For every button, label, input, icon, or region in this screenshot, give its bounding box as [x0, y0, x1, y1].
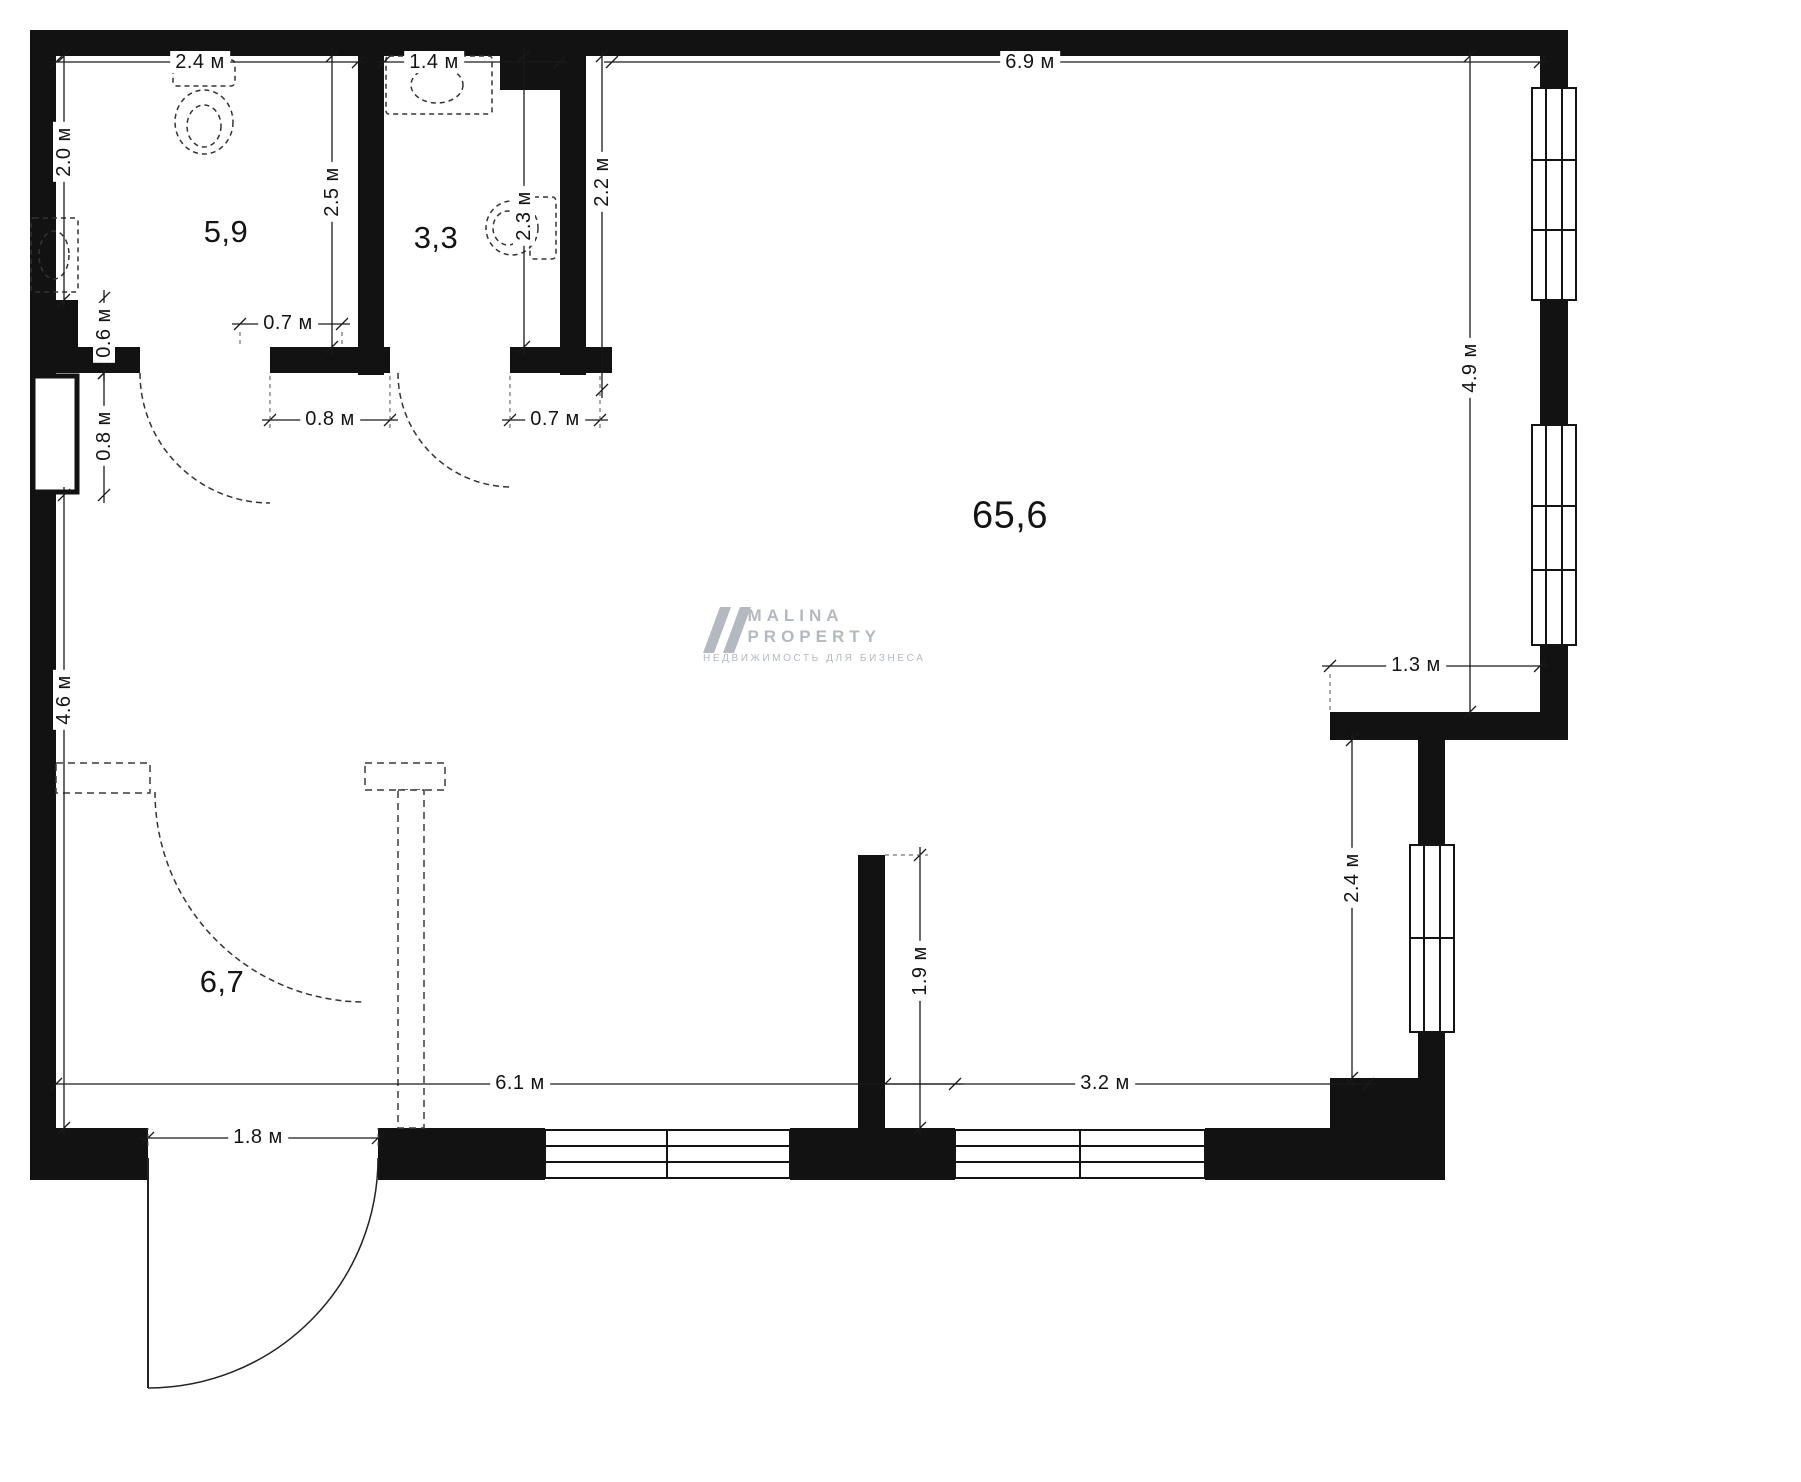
- room-area-label: 6,7: [199, 964, 245, 999]
- wall-shaft-left: [30, 300, 78, 373]
- window-right-1: [1531, 87, 1577, 301]
- window-right-lower: [1409, 844, 1455, 1033]
- wall-bottom-b: [378, 1128, 545, 1180]
- dashed-partitions: [55, 762, 446, 1129]
- sink-1: [30, 217, 79, 293]
- door-arc-bathroom-2: [397, 372, 513, 488]
- wall-top: [30, 30, 1568, 56]
- windows: [544, 87, 1577, 1179]
- toilet-1: [172, 59, 236, 155]
- wall-middle-bottom: [858, 855, 885, 1128]
- walls: [30, 30, 1568, 1180]
- dimension-label: 6.1 м: [490, 1072, 550, 1094]
- partition-segment-2: [364, 762, 446, 791]
- room-area-label: 65,6: [972, 494, 1048, 537]
- wall-column-top: [500, 30, 560, 90]
- entry-door-arc: [147, 1157, 379, 1389]
- dimension-label: 4.6 м: [53, 670, 75, 730]
- dimension-label: 2.0 м: [53, 122, 75, 182]
- dimension-label: 1.3 м: [1386, 654, 1446, 676]
- dimension-label: 1.8 м: [228, 1126, 288, 1148]
- watermark-brand-line1: MALINA: [747, 606, 844, 625]
- dimension-label: 6.9 м: [1000, 51, 1060, 73]
- watermark-tagline: НЕДВИЖИМОСТЬ ДЛЯ БИЗНЕСА: [703, 653, 926, 665]
- dimension-label: 4.9 м: [1459, 338, 1481, 398]
- dimension-label: 2.5 м: [321, 162, 343, 222]
- partition-segment-vertical: [397, 789, 425, 1129]
- wall-bathroom-divider: [358, 30, 384, 375]
- wall-bathroom2-right: [560, 30, 586, 375]
- wall-bottom-d: [1205, 1128, 1330, 1180]
- watermark-brand-line2: PROPERTY: [747, 626, 881, 646]
- window-bottom-1: [544, 1129, 791, 1179]
- room-area-label: 3,3: [413, 220, 459, 255]
- wall-under-bath-2: [270, 347, 390, 373]
- dimension-label: 2.3 м: [513, 186, 535, 246]
- room-area-label: 5,9: [203, 214, 249, 249]
- fixtures: [30, 55, 557, 293]
- window-right-2: [1531, 424, 1577, 646]
- dimension-label: 1.9 м: [909, 941, 931, 1001]
- window-bottom-2: [954, 1129, 1206, 1179]
- dimension-label: 0.7 м: [258, 312, 318, 334]
- dimension-label: 2.4 м: [1341, 848, 1363, 908]
- door-arc-room-6-7: [154, 791, 366, 1003]
- dimension-label: 0.8 м: [93, 406, 115, 466]
- extension-lines: [147, 332, 1331, 1146]
- wall-bottom-c: [790, 1128, 955, 1180]
- wall-left: [30, 30, 56, 1180]
- dimension-label: 2.4 м: [170, 51, 230, 73]
- watermark-logo: MALINA PROPERTY НЕДВИЖИМОСТЬ ДЛЯ БИЗНЕСА: [703, 606, 926, 665]
- dimension-label: 1.4 м: [404, 51, 464, 73]
- door-arc-bathroom-1: [139, 372, 271, 504]
- wall-step-right: [1330, 712, 1568, 740]
- wall-under-bath-3: [510, 347, 612, 373]
- dimension-lines: [48, 48, 1548, 1145]
- dimension-label: 0.8 м: [300, 408, 360, 430]
- dimension-label: 3.2 м: [1075, 1072, 1135, 1094]
- partition-segment-1: [55, 762, 151, 794]
- dimension-label: 2.2 м: [591, 152, 613, 212]
- niche-outline: [30, 373, 80, 495]
- dimension-label: 0.6 м: [93, 303, 115, 363]
- watermark-mark-icon: [703, 607, 751, 653]
- wall-bottom-a: [30, 1128, 148, 1180]
- wall-corner-block: [1330, 1078, 1445, 1180]
- dimension-label: 0.7 м: [525, 408, 585, 430]
- doors: [139, 372, 513, 1389]
